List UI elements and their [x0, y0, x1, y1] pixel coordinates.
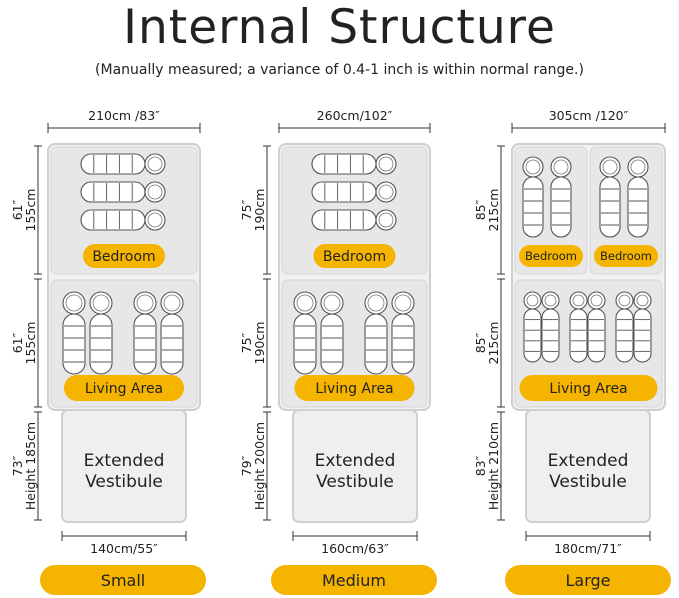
bedroom-badge-label: Bedroom — [525, 249, 577, 263]
sleeping-bag-icon — [80, 153, 166, 175]
bedroom-badge-2 — [594, 245, 658, 267]
living-height-dimension-cm: 190cm — [252, 322, 267, 365]
sleeping-bag-icon — [615, 291, 634, 363]
bedroom-height-dimension-cm: 155cm — [23, 189, 38, 232]
living-height-dimension-inch: 61″ — [10, 332, 25, 353]
size-badge — [271, 565, 437, 595]
living-height-dimension-cm: 155cm — [23, 322, 38, 365]
living-height-dimension-inch: 75″ — [239, 332, 254, 353]
page-title: Internal Structure — [123, 0, 556, 55]
sleeping-bag-icon — [541, 291, 560, 363]
vestibule-height-dimension-cm: Height 200cm — [252, 422, 267, 510]
size-badge-label: Small — [101, 571, 145, 590]
sleeping-bag-icon — [311, 209, 397, 231]
bedroom-height-dimension-inch: 61″ — [10, 199, 25, 220]
top-width-dimension-label: 305cm /120″ — [549, 108, 629, 123]
sleeping-bag-icon — [587, 291, 606, 363]
bedroom-height-dimension-inch: 75″ — [239, 199, 254, 220]
size-badge-label: Medium — [322, 571, 386, 590]
sleeping-bag-icon — [627, 156, 649, 238]
sleeping-bag-icon — [133, 291, 157, 375]
page-subtitle: (Manually measured; a variance of 0.4-1 … — [95, 62, 584, 78]
living-area-badge — [519, 375, 658, 401]
living-height-dimension-inch: 85″ — [473, 332, 488, 353]
bottom-width-label: 160cm/63″ — [321, 541, 389, 556]
sleeping-bag-icon — [523, 291, 542, 363]
bedroom-height-dimension-cm: 190cm — [252, 189, 267, 232]
sleeping-bag-icon — [569, 291, 588, 363]
bedroom-badge-label: Bedroom — [92, 249, 155, 265]
living-area-badge-label: Living Area — [549, 381, 627, 397]
vestibule-label-line2: Vestibule — [549, 472, 627, 492]
top-width-dimension-label: 210cm /83″ — [88, 108, 160, 123]
size-badge — [505, 565, 671, 595]
bedroom-height-dimension-inch: 85″ — [473, 199, 488, 220]
living-area-badge-label: Living Area — [85, 381, 163, 397]
sleeping-bag-icon — [633, 291, 652, 363]
sleeping-bag-icon — [364, 291, 388, 375]
vestibule-panel — [292, 409, 418, 523]
vestibule-panel — [61, 409, 187, 523]
sleeping-bag-icon — [80, 209, 166, 231]
sleeping-bag-icon — [311, 181, 397, 203]
vestibule-height-dimension-inch: 83″ — [473, 455, 488, 476]
sleeping-bag-icon — [160, 291, 184, 375]
sleeping-bag-icon — [391, 291, 415, 375]
bedroom-badge-label: Bedroom — [323, 249, 386, 265]
living-area-badge-label: Living Area — [315, 381, 393, 397]
vestibule-label-line2: Vestibule — [85, 472, 163, 492]
vestibule-label-line2: Vestibule — [316, 472, 394, 492]
bedroom-badge — [519, 245, 583, 267]
sleeping-bag-icon — [62, 291, 86, 375]
bedroom-height-dimension-cm: 215cm — [486, 189, 501, 232]
vestibule-label-line1: Extended — [548, 451, 629, 471]
bedroom-badge — [83, 244, 165, 268]
top-width-dimension-label: 260cm/102″ — [317, 108, 393, 123]
sleeping-bag-icon — [80, 181, 166, 203]
sleeping-bag-icon — [311, 153, 397, 175]
vestibule-height-dimension-cm: Height 185cm — [23, 422, 38, 510]
bedroom-badge — [313, 244, 396, 268]
sleeping-bag-icon — [550, 156, 572, 238]
vestibule-panel — [525, 409, 651, 523]
sleeping-bag-icon — [89, 291, 113, 375]
bottom-width-label: 140cm/55″ — [90, 541, 158, 556]
sleeping-bag-icon — [293, 291, 317, 375]
living-area-badge — [64, 375, 184, 401]
vestibule-height-dimension-cm: Height 210cm — [486, 422, 501, 510]
bedroom-badge-2-label: Bedroom — [600, 249, 652, 263]
living-area-badge — [294, 375, 415, 401]
sleeping-bag-icon — [320, 291, 344, 375]
size-badge — [40, 565, 206, 595]
sleeping-bag-icon — [599, 156, 621, 238]
vestibule-height-dimension-inch: 79″ — [239, 455, 254, 476]
size-badge-label: Large — [565, 571, 610, 590]
living-height-dimension-cm: 215cm — [486, 322, 501, 365]
sleeping-bag-icon — [522, 156, 544, 238]
bottom-width-label: 180cm/71″ — [554, 541, 622, 556]
vestibule-label-line1: Extended — [315, 451, 396, 471]
vestibule-label-line1: Extended — [84, 451, 165, 471]
vestibule-height-dimension-inch: 73″ — [10, 455, 25, 476]
